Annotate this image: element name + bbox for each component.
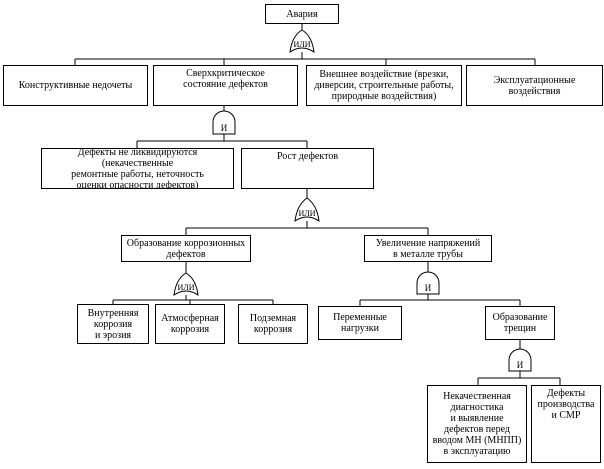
or-gate-label: ИЛИ [178,283,195,292]
or-gate-label: ИЛИ [294,40,311,49]
event-ekspluatacionnye-vozdeystviya: Эксплуатационные воздействия [466,65,603,106]
or-gate: ИЛИ [294,197,320,223]
and-gate-label: И [425,283,432,293]
event-konstruktivnye-nedochety: Конструктивные недочеты [3,65,148,106]
event-vneshnee-vozdeystvie: Внешнее воздействие (врезки, диверсии, с… [306,65,462,106]
event-defekty-proizvodstva-smr: Дефекты производства и СМР [531,385,601,463]
event-vnutrennyaya-korroziya: Внутренняя коррозия и эрозия [77,304,149,344]
event-sverhkriticheskoe-sostoyanie: Сверхкритическое состояние дефектов [153,65,298,106]
event-peremennye-nagruzki: Переменные нагрузки [318,306,402,340]
and-gate: И [212,110,236,135]
and-gate: И [508,348,532,372]
event-nekachestvennaya-diagnostika: Некачественная диагностика и выявление д… [427,385,527,463]
event-obrazovanie-korrozionnyh-defektov: Образование коррозионных дефектов [121,235,251,262]
top-event-avaria: Авария [265,4,339,24]
event-obrazovanie-treshin: Образование трещин [485,306,555,340]
and-gate-label: И [517,360,524,370]
event-uvelichenie-napryazheniy: Увеличение напряжений в металле трубы [364,235,492,262]
event-defekty-ne-likvidiruyutsya: Дефекты не ликвидируются (некачественные… [41,148,234,189]
and-gate-label: И [221,123,228,133]
and-gate: И [416,271,440,295]
or-gate: ИЛИ [173,272,199,297]
or-gate: ИЛИ [289,29,315,54]
event-podzemnaya-korroziya: Подземная коррозия [238,304,308,344]
event-rost-defektov: Рост дефектов [241,148,374,189]
event-atmosfernaya-korroziya: Атмосферная коррозия [155,304,225,344]
or-gate-label: ИЛИ [299,209,316,218]
